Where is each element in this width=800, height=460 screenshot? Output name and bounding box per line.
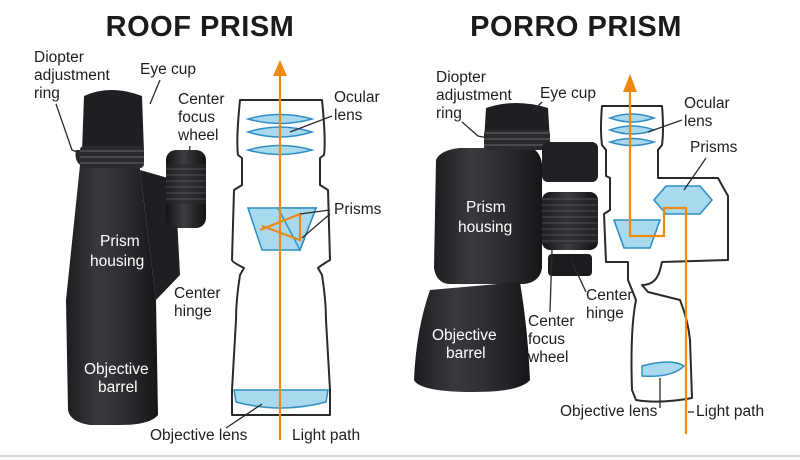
roof-center-focus-label-1: Center — [178, 91, 225, 108]
roof-prism-section: ROOF PRISM Diopte — [34, 11, 382, 444]
porro-ocular-label-2: lens — [684, 113, 713, 130]
porro-prism-section: PORRO PRISM Dio — [414, 11, 764, 434]
roof-light-path-label: Light path — [292, 427, 360, 444]
porro-objective-barrel-shape — [414, 282, 530, 392]
roof-eye-cup-leader — [149, 79, 161, 105]
roof-eye-cup-label: Eye cup — [140, 61, 196, 78]
roof-binocular-body — [66, 90, 206, 425]
porro-objective-lens-label: Objective lens — [560, 403, 658, 420]
roof-prisms-leader-2 — [301, 213, 331, 239]
roof-center-focus-label-3: wheel — [177, 127, 219, 144]
porro-light-path-ray — [628, 88, 688, 434]
porro-center-hinge-label-2: hinge — [586, 305, 624, 322]
roof-center-focus-leader — [187, 145, 191, 163]
roof-prisms-label: Prisms — [334, 201, 382, 218]
porro-prism-upper — [652, 185, 714, 215]
roof-diopter-label-2: adjustment — [34, 67, 111, 84]
porro-center-focus-label-3: wheel — [527, 349, 569, 366]
roof-diopter-label-1: Diopter — [34, 49, 84, 66]
porro-objective-lens — [641, 361, 686, 378]
porro-center-focus-leader — [549, 249, 553, 313]
roof-focus-wheel-ridges — [166, 164, 206, 204]
roof-diopter-leader — [55, 103, 83, 155]
porro-diopter-label-2: adjustment — [436, 87, 513, 104]
roof-prism-housing-label-1: Prism — [100, 233, 140, 250]
porro-ocular-label-1: Ocular — [684, 95, 730, 112]
porro-objective-barrel-label-1: Objective — [432, 327, 497, 344]
roof-diopter-label-3: ring — [34, 85, 60, 102]
porro-center-hinge-leader — [571, 261, 587, 293]
roof-prism-ray-detour — [259, 212, 302, 242]
roof-center-hinge-label-1: Center — [174, 285, 221, 302]
porro-diopter-leader — [461, 121, 489, 139]
porro-eye-cup-label: Eye cup — [540, 85, 596, 102]
porro-ocular-lens-2 — [607, 125, 657, 135]
roof-light-path-arrow — [273, 60, 287, 76]
porro-bridge-shape — [542, 142, 598, 182]
porro-diopter-label-3: ring — [436, 105, 462, 122]
porro-prism-lower — [612, 219, 662, 249]
roof-ocular-label-1: Ocular — [334, 89, 380, 106]
porro-prism-housing-shape — [434, 148, 542, 284]
roof-objective-lens-label: Objective lens — [150, 427, 248, 444]
porro-light-path-label: Light path — [696, 403, 764, 420]
porro-center-hinge-label-1: Center — [586, 287, 633, 304]
porro-prisms-leader — [683, 157, 707, 191]
porro-focus-wheel-ridges — [542, 198, 598, 244]
porro-diopter-ring-shape — [484, 130, 550, 150]
roof-eye-cup-shape — [82, 90, 144, 156]
porro-center-hinge-shape — [548, 254, 592, 276]
roof-center-focus-label-2: focus — [178, 109, 215, 126]
porro-binocular-body — [414, 103, 598, 392]
roof-prism-title: ROOF PRISM — [106, 11, 295, 43]
porro-prism-title: PORRO PRISM — [470, 11, 682, 43]
porro-diopter-label-1: Diopter — [436, 69, 486, 86]
porro-prism-housing-label-1: Prism — [466, 199, 506, 216]
porro-light-path-arrow — [623, 74, 637, 92]
roof-prism-housing-label-2: housing — [90, 253, 144, 270]
porro-center-focus-label-2: focus — [528, 331, 565, 348]
roof-objective-barrel-label-1: Objective — [84, 361, 149, 378]
roof-main-barrel — [66, 150, 158, 425]
porro-ocular-lens-3 — [607, 137, 657, 147]
roof-objective-lens-leader — [225, 403, 263, 429]
roof-ocular-label-2: lens — [334, 107, 363, 124]
porro-eye-cup-leader — [531, 101, 543, 113]
porro-prisms-label: Prisms — [690, 139, 738, 156]
porro-cross-section-outline — [600, 105, 729, 403]
porro-center-focus-label-1: Center — [528, 313, 575, 330]
porro-objective-barrel-label-2: barrel — [446, 345, 486, 362]
roof-ocular-leader — [289, 115, 333, 133]
roof-diopter-ring-shape — [80, 146, 144, 168]
roof-prisms-leader-1 — [299, 209, 331, 215]
porro-ocular-lens-1 — [607, 113, 657, 123]
roof-center-hinge-label-2: hinge — [174, 303, 212, 320]
porro-ocular-leader — [647, 119, 683, 133]
porro-prism-housing-label-2: housing — [458, 219, 512, 236]
roof-objective-barrel-label-2: barrel — [98, 379, 138, 396]
